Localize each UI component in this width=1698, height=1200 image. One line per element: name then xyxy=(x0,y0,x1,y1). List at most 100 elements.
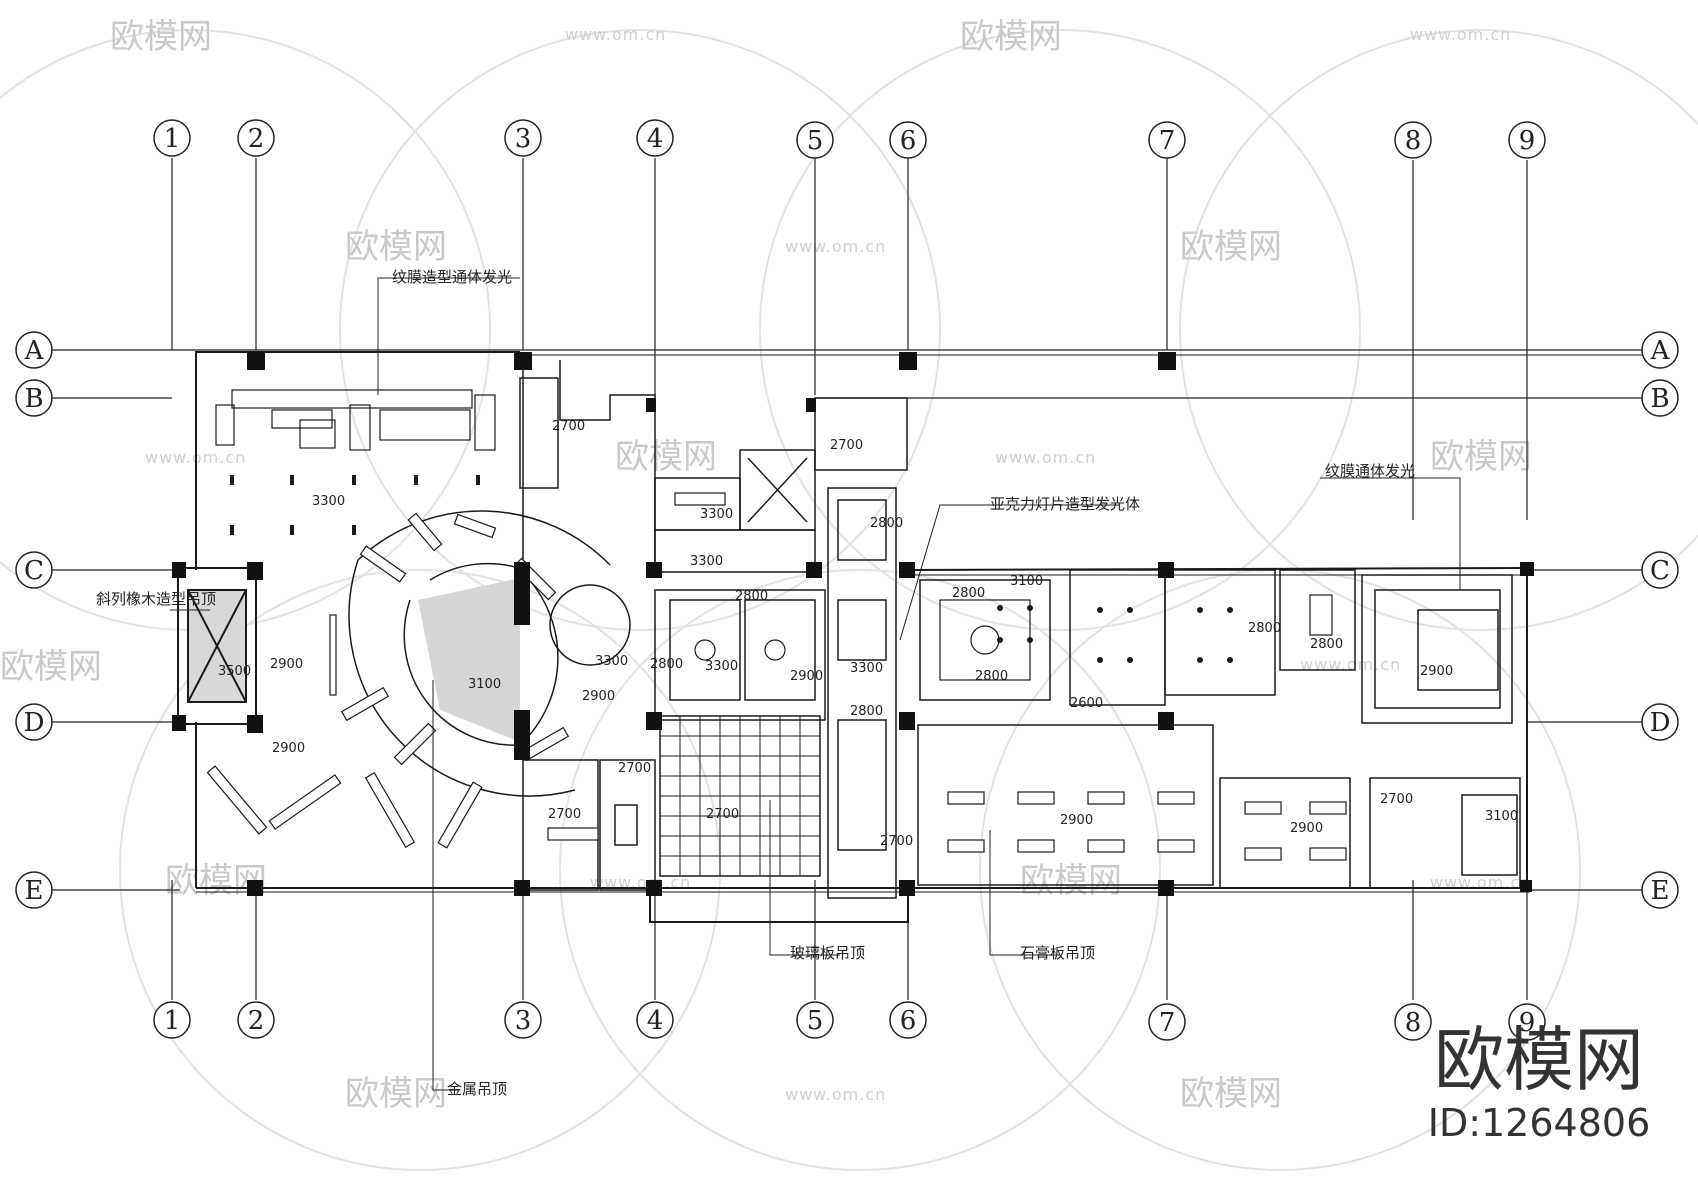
watermark-url: www.om.cn xyxy=(995,448,1096,467)
height-label: 2700 xyxy=(548,807,581,822)
height-label: 2900 xyxy=(1060,813,1093,828)
axis-col-label: 9 xyxy=(1519,1008,1536,1038)
axis-col-label: 7 xyxy=(1159,126,1176,156)
brand-name: 欧模网 xyxy=(1434,1019,1644,1101)
axis-row-label: B xyxy=(24,384,43,414)
height-label: 2900 xyxy=(272,741,305,756)
height-label: 3100 xyxy=(468,677,501,692)
height-label: 3500 xyxy=(218,664,251,679)
tile-grid xyxy=(660,716,820,876)
annotations: 纹膜造型通体发光 纹膜通体发光 亚克力灯片造型发光体 斜列橡木造型吊顶 玻璃板吊… xyxy=(96,268,1415,1098)
axis-col-label: 7 xyxy=(1159,1008,1176,1038)
height-label: 2600 xyxy=(1070,696,1103,711)
height-label: 2700 xyxy=(830,438,863,453)
office-light-panels xyxy=(547,492,1347,861)
height-label: 2800 xyxy=(975,669,1008,684)
watermark-brand: 欧模网 xyxy=(345,1074,447,1114)
watermark-url: www.om.cn xyxy=(785,1085,886,1104)
watermark-url: www.om.cn xyxy=(565,25,666,44)
note-center-strip: 亚克力灯片造型发光体 xyxy=(990,495,1140,513)
height-label: 2900 xyxy=(1420,664,1453,679)
axis-col-label: 8 xyxy=(1405,1008,1422,1038)
axis-row-label: C xyxy=(24,556,44,586)
axis-col-label: 5 xyxy=(807,126,824,156)
watermark-url: www.om.cn xyxy=(1410,25,1511,44)
axis-col-label: 8 xyxy=(1405,126,1422,156)
height-label: 2800 xyxy=(1248,621,1281,636)
height-label: 2900 xyxy=(1290,821,1323,836)
height-label: 2700 xyxy=(552,419,585,434)
axis-col-label: 3 xyxy=(515,1006,532,1036)
axis-row-label: D xyxy=(24,708,45,738)
height-label: 2700 xyxy=(880,834,913,849)
axis-row-label: E xyxy=(25,876,44,906)
brand-id: ID:1264806 xyxy=(1427,1101,1651,1145)
watermark-brand: 欧模网 xyxy=(110,17,212,57)
hall-ceiling-strips xyxy=(215,389,496,451)
watermark-url: www.om.cn xyxy=(785,237,886,256)
height-label: 2700 xyxy=(706,807,739,822)
note-left-entry: 斜列橡木造型吊顶 xyxy=(96,590,216,608)
height-label: 3100 xyxy=(1010,574,1043,589)
axis-col-label: 2 xyxy=(248,1006,265,1036)
height-label: 2700 xyxy=(618,761,651,776)
axis-col-label: 6 xyxy=(900,126,917,156)
axis-col-label: 6 xyxy=(900,1006,917,1036)
axis-col-label: 3 xyxy=(515,124,532,154)
note-bottom-glass: 玻璃板吊顶 xyxy=(790,944,865,962)
height-label: 2800 xyxy=(952,586,985,601)
axis-col-label: 5 xyxy=(807,1006,824,1036)
height-label: 2800 xyxy=(870,516,903,531)
note-bottom-metal: 金属吊顶 xyxy=(447,1080,507,1098)
axis-row-label: A xyxy=(24,336,45,366)
height-label: 2800 xyxy=(850,704,883,719)
height-label: 3300 xyxy=(700,507,733,522)
height-label: 3300 xyxy=(850,661,883,676)
watermark-brand: 欧模网 xyxy=(1180,227,1282,267)
axis-row-label: C xyxy=(1650,556,1670,586)
note-right-room: 纹膜通体发光 xyxy=(1325,462,1415,480)
leader-lines xyxy=(170,277,1461,1091)
axis-grid xyxy=(52,158,1642,1000)
watermark-brand: 欧模网 xyxy=(0,647,102,687)
height-label: 3300 xyxy=(595,654,628,669)
watermark-brand: 欧模网 xyxy=(1020,861,1122,901)
watermark-brand: 欧模网 xyxy=(1180,1074,1282,1114)
watermark-url: www.om.cn xyxy=(1300,655,1401,674)
note-top-left-strip: 纹膜造型通体发光 xyxy=(392,268,512,286)
axis-bubbles xyxy=(15,119,1679,1041)
radial-light-fixtures xyxy=(206,512,570,849)
watermark-brand: 欧模网 xyxy=(1430,437,1532,477)
watermark-url: www.om.cn xyxy=(1430,873,1531,892)
watermark-brand: 欧模网 xyxy=(615,437,717,477)
axis-col-label: 9 xyxy=(1519,126,1536,156)
height-label: 2700 xyxy=(1380,792,1413,807)
downlights xyxy=(230,475,1233,663)
height-label: 2900 xyxy=(582,689,615,704)
height-label: 3300 xyxy=(690,554,723,569)
height-label: 2900 xyxy=(270,657,303,672)
watermark-brand: 欧模网 xyxy=(345,227,447,267)
axis-col-label: 4 xyxy=(647,124,664,154)
axis-row-label: B xyxy=(1650,384,1669,414)
axis-row-label: D xyxy=(1650,708,1671,738)
axis-row-label: E xyxy=(1651,876,1670,906)
curved-ceiling-feature xyxy=(348,510,631,797)
ceiling-heights: 2700 3300 3300 2800 3300 2900 3100 2900 … xyxy=(218,419,1518,849)
axis-col-label: 4 xyxy=(647,1006,664,1036)
height-label: 2800 xyxy=(735,589,768,604)
axis-row-label: A xyxy=(1650,336,1671,366)
height-label: 3300 xyxy=(312,494,345,509)
height-label: 2800 xyxy=(650,657,683,672)
axis-col-label: 1 xyxy=(164,124,181,154)
axis-col-label: 1 xyxy=(164,1006,181,1036)
watermark-texts: 欧模网 www.om.cn 欧模网 www.om.cn 欧模网 www.om.c… xyxy=(0,17,1532,1114)
note-bottom-stone: 石膏板吊顶 xyxy=(1020,944,1095,962)
watermark-brand: 欧模网 xyxy=(960,17,1062,57)
structural-columns xyxy=(172,352,1534,896)
axis-labels: 1 2 3 4 5 6 7 8 9 1 2 3 4 5 6 7 8 9 A B … xyxy=(24,124,1671,1038)
brand-watermark: 欧模网 ID:1264806 xyxy=(1424,1020,1654,1146)
height-label: 2800 xyxy=(1310,637,1343,652)
axis-col-label: 2 xyxy=(248,124,265,154)
